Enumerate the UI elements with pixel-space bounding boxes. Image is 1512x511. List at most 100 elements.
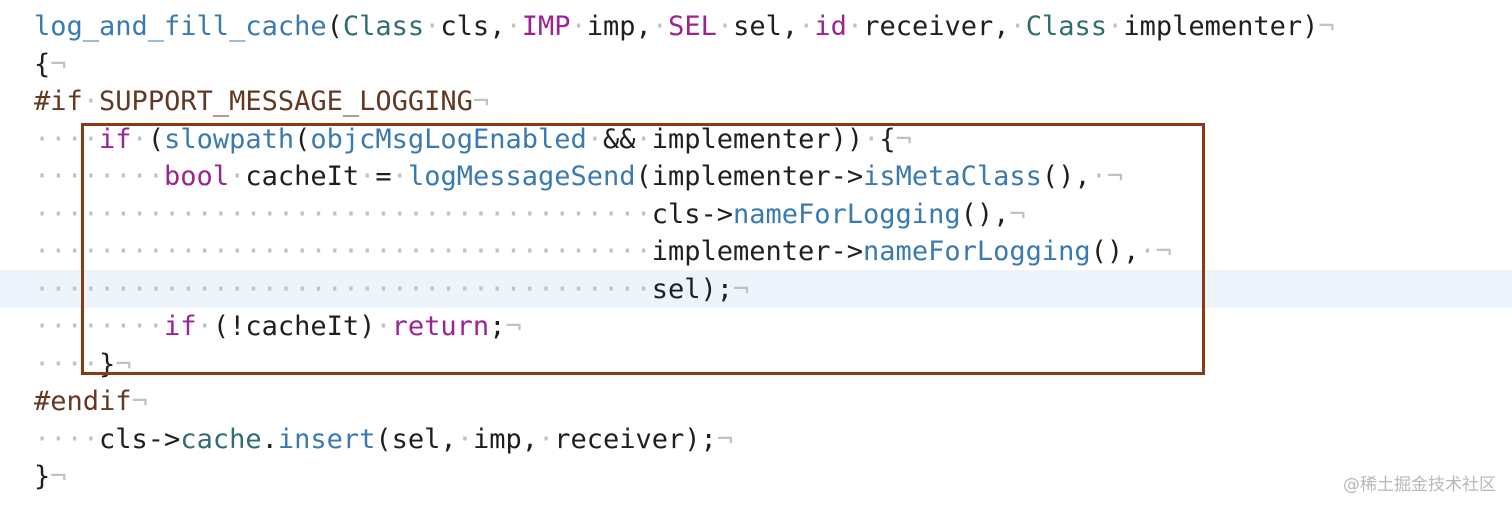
code-line[interactable]: log_and_fill_cache(Class·cls,·IMP·imp,·S… xyxy=(34,8,1335,46)
code-token: if xyxy=(164,311,197,342)
whitespace-marker: · xyxy=(863,123,880,155)
code-token: } xyxy=(34,461,51,492)
whitespace-marker: · xyxy=(1009,11,1026,42)
code-token: implementer-> xyxy=(651,236,864,267)
code-token: log_and_fill_cache xyxy=(34,11,327,42)
whitespace-marker: · xyxy=(131,123,148,155)
code-token: cls, xyxy=(440,11,506,42)
whitespace-marker: ¬ xyxy=(1155,236,1172,267)
code-token: && xyxy=(603,123,636,155)
whitespace-marker: ¬ xyxy=(1009,198,1026,230)
code-line[interactable]: ····cls->cache.insert(sel,·imp,·receiver… xyxy=(34,421,1335,459)
code-token: (), xyxy=(960,198,1010,230)
code-line[interactable]: ······································im… xyxy=(34,233,1335,271)
whitespace-marker: ¬ xyxy=(50,461,67,492)
whitespace-marker: ········ xyxy=(34,311,165,342)
whitespace-marker: ¬ xyxy=(895,123,912,155)
code-token: implementer)) xyxy=(651,123,864,155)
code-token: objcMsgLogEnabled xyxy=(310,123,587,155)
whitespace-marker: · xyxy=(1139,236,1156,267)
whitespace-marker: ···· xyxy=(34,423,100,455)
whitespace-marker: ······································ xyxy=(34,236,652,267)
code-token: { xyxy=(879,123,896,155)
whitespace-marker: · xyxy=(1090,161,1107,192)
code-token: slowpath xyxy=(164,123,295,155)
code-line[interactable]: #endif¬ xyxy=(34,383,1335,421)
code-line[interactable]: }¬ xyxy=(34,458,1335,496)
whitespace-marker: ¬ xyxy=(1318,11,1335,42)
whitespace-marker: · xyxy=(456,423,473,455)
whitespace-marker: ¬ xyxy=(115,348,132,380)
code-token: implementer) xyxy=(1123,11,1319,42)
whitespace-marker: · xyxy=(716,11,734,42)
whitespace-marker: · xyxy=(359,161,376,192)
code-token: nameForLogging xyxy=(733,198,961,230)
whitespace-marker: ¬ xyxy=(505,311,522,342)
code-token: bool xyxy=(164,161,230,192)
code-line[interactable]: ····if·(slowpath(objcMsgLogEnabled·&&·im… xyxy=(34,121,1335,159)
code-token: if xyxy=(99,123,132,155)
code-token: #if xyxy=(34,86,83,117)
whitespace-marker: · xyxy=(505,11,522,42)
whitespace-marker: ······································ xyxy=(34,198,652,230)
whitespace-marker: · xyxy=(537,423,555,455)
code-token: (!cacheIt) xyxy=(212,311,376,342)
code-token: nameForLogging xyxy=(863,236,1091,267)
code-token: SUPPORT_MESSAGE_LOGGING xyxy=(99,86,473,117)
code-line[interactable]: ········if·(!cacheIt)·return;¬ xyxy=(34,308,1335,346)
whitespace-marker: ¬ xyxy=(716,423,734,455)
whitespace-marker: ¬ xyxy=(1106,161,1124,192)
whitespace-marker: ······································ xyxy=(34,273,652,305)
code-token: ( xyxy=(294,123,311,155)
whitespace-marker: · xyxy=(229,161,246,192)
whitespace-marker: · xyxy=(1107,11,1124,42)
code-line[interactable]: ······································cl… xyxy=(34,196,1335,234)
current-line-highlight xyxy=(0,270,1512,308)
whitespace-marker: · xyxy=(375,311,392,342)
code-token: = xyxy=(375,161,392,192)
code-token: (), xyxy=(1041,161,1091,192)
code-token: . xyxy=(261,423,278,455)
whitespace-marker: · xyxy=(798,11,815,42)
code-line[interactable]: ········bool·cacheIt·=·logMessageSend(im… xyxy=(34,158,1335,196)
code-token: (), xyxy=(1090,236,1140,267)
code-token: cache xyxy=(180,423,262,455)
code-token: Class xyxy=(1025,11,1108,42)
whitespace-marker: ········ xyxy=(34,161,165,192)
code-line[interactable]: #if·SUPPORT_MESSAGE_LOGGING¬ xyxy=(34,83,1335,121)
code-token: isMetaClass xyxy=(863,161,1042,192)
whitespace-marker: · xyxy=(391,161,408,192)
watermark: @稀土掘金技术社区 xyxy=(1343,475,1496,495)
whitespace-marker: · xyxy=(635,123,652,155)
code-token: imp, xyxy=(586,11,652,42)
code-token: } xyxy=(99,348,116,380)
code-token: sel); xyxy=(651,273,733,305)
code-token: receiver); xyxy=(554,423,717,455)
code-token: cls-> xyxy=(651,198,733,230)
code-token: ( xyxy=(147,123,165,155)
annotation-highlight-box xyxy=(81,123,1205,375)
code-token: id xyxy=(814,11,847,42)
code-token: insert xyxy=(277,423,376,455)
whitespace-marker: · xyxy=(846,11,864,42)
whitespace-marker: ···· xyxy=(34,123,100,155)
whitespace-marker: ¬ xyxy=(472,86,490,117)
code-line[interactable]: {¬ xyxy=(34,46,1335,84)
whitespace-marker: · xyxy=(586,123,603,155)
whitespace-marker: · xyxy=(196,311,213,342)
code-token: cacheIt xyxy=(245,161,360,192)
code-token: cls-> xyxy=(99,423,181,455)
code-block[interactable]: log_and_fill_cache(Class·cls,·IMP·imp,·S… xyxy=(34,8,1335,496)
code-token: { xyxy=(34,48,51,80)
code-token: (implementer-> xyxy=(635,161,864,192)
code-token: IMP xyxy=(521,11,571,42)
whitespace-marker: · xyxy=(651,11,669,42)
whitespace-marker: ¬ xyxy=(733,273,750,305)
whitespace-marker: · xyxy=(82,86,100,117)
code-line[interactable]: ······································se… xyxy=(34,271,1335,309)
code-token: return xyxy=(391,311,490,342)
whitespace-marker: · xyxy=(424,11,441,42)
code-token: SEL xyxy=(668,11,717,42)
code-token: ( xyxy=(326,11,343,42)
